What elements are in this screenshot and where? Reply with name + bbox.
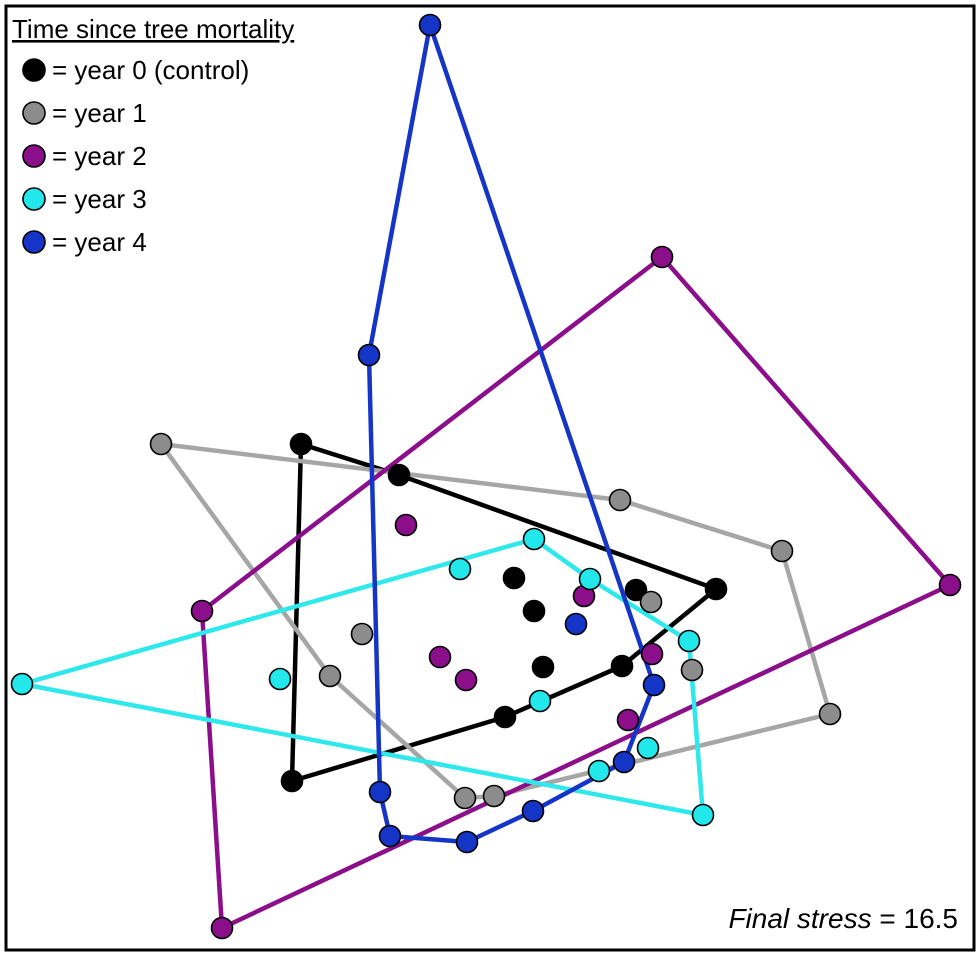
legend-marker-4 — [22, 187, 46, 211]
point-year-3-5 — [268, 667, 292, 691]
final-stress-annotation: Final stress = 16.5 — [728, 903, 958, 934]
point-year-2-9 — [616, 708, 640, 732]
point-year-4-1 — [418, 13, 442, 37]
legend-marker-3 — [22, 144, 46, 168]
legend-label-3: = year 2 — [52, 141, 147, 171]
legend-title: Time since tree mortality — [12, 14, 294, 44]
point-year-2-5 — [190, 599, 214, 623]
point-year-1-8 — [818, 702, 842, 726]
point-year-2-6 — [428, 645, 452, 669]
plot-frame — [4, 4, 976, 952]
point-year-0-control-3 — [502, 566, 526, 590]
point-year-0-control-8 — [610, 654, 634, 678]
point-year-2-8 — [454, 668, 478, 692]
point-year-0-control-6 — [704, 577, 728, 601]
point-year-2-7 — [640, 642, 664, 666]
legend-label-1: = year 0 (control) — [52, 55, 249, 85]
point-year-0-control-1 — [289, 432, 313, 456]
point-year-1-1 — [149, 432, 173, 456]
final-stress-label: Final stress — [728, 903, 871, 934]
point-year-3-2 — [448, 557, 472, 581]
point-year-4-7 — [521, 799, 545, 823]
point-year-0-control-5 — [624, 578, 648, 602]
point-year-1-3 — [770, 539, 794, 563]
point-year-3-8 — [636, 736, 660, 760]
point-year-4-8 — [378, 824, 402, 848]
legend-label-2: = year 1 — [52, 98, 147, 128]
point-year-0-control-2 — [387, 463, 411, 487]
point-year-2-2 — [938, 573, 962, 597]
point-year-3-10 — [691, 803, 715, 827]
point-year-4-2 — [357, 343, 381, 367]
point-year-4-3 — [564, 612, 588, 636]
point-year-0-control-7 — [531, 655, 555, 679]
point-year-1-10 — [453, 786, 477, 810]
final-stress-value: = 16.5 — [872, 903, 958, 934]
point-year-4-9 — [455, 830, 479, 854]
hull-year-3 — [19, 536, 706, 818]
point-year-0-control-10 — [280, 769, 304, 793]
point-year-1-4 — [639, 590, 663, 614]
legend-marker-5 — [22, 230, 46, 254]
point-year-4-5 — [612, 750, 636, 774]
hull-year-1 — [158, 441, 833, 801]
legend-marker-2 — [22, 101, 46, 125]
point-year-0-control-9 — [493, 705, 517, 729]
point-year-1-9 — [482, 784, 506, 808]
point-year-0-control-4 — [522, 599, 546, 623]
point-year-1-5 — [350, 622, 374, 646]
point-year-1-6 — [318, 664, 342, 688]
point-year-3-9 — [587, 759, 611, 783]
legend-label-5: = year 4 — [52, 227, 147, 257]
point-year-3-3 — [578, 567, 602, 591]
point-year-4-6 — [368, 780, 392, 804]
point-year-3-7 — [528, 689, 552, 713]
legend-label-4: = year 3 — [52, 184, 147, 214]
point-year-4-4 — [642, 673, 666, 697]
point-year-3-4 — [10, 672, 34, 696]
data-points — [10, 13, 962, 940]
point-year-3-1 — [522, 527, 546, 551]
point-year-2-10 — [210, 916, 234, 940]
point-year-2-1 — [650, 245, 674, 269]
point-year-3-6 — [677, 629, 701, 653]
point-year-2-3 — [394, 513, 418, 537]
point-year-1-2 — [608, 488, 632, 512]
point-year-1-7 — [680, 658, 704, 682]
legend-marker-1 — [22, 58, 46, 82]
legend: Time since tree mortality = year 0 (cont… — [12, 14, 294, 257]
